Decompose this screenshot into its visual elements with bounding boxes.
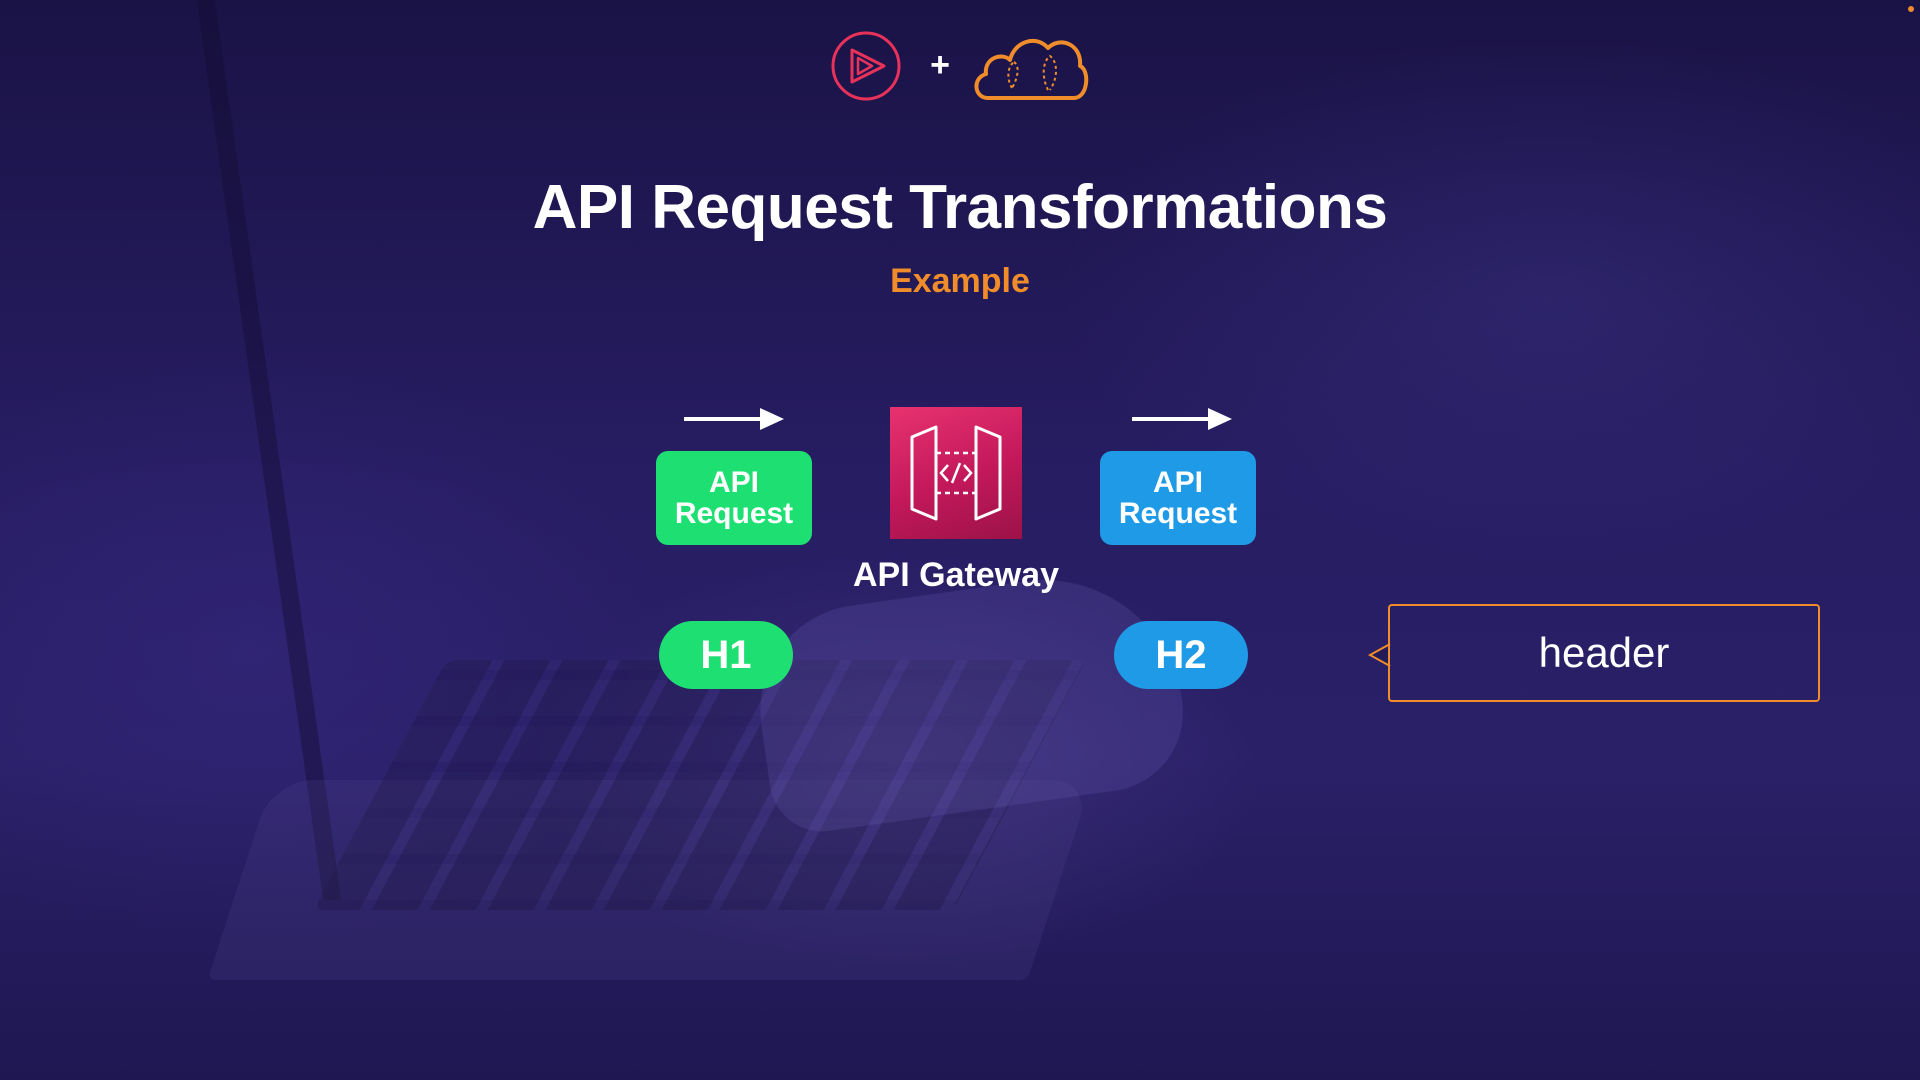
- slide-subtitle: Example: [890, 262, 1030, 300]
- right-arrow-icon: [1132, 408, 1232, 430]
- header-callout: header: [1388, 604, 1820, 702]
- incoming-api-request-box: API Request: [656, 451, 812, 545]
- outgoing-request-line1: API: [1152, 466, 1203, 499]
- header-h2-pill: H2: [1114, 621, 1248, 689]
- plus-symbol: +: [930, 46, 950, 84]
- header-h1-pill: H1: [659, 621, 793, 689]
- api-gateway-label: API Gateway: [853, 556, 1059, 594]
- outgoing-request-line2: Request: [1118, 497, 1238, 530]
- incoming-request-line2: Request: [674, 497, 794, 530]
- cloud-icon: [974, 38, 1089, 100]
- callout-pointer: [1367, 643, 1391, 667]
- logo-row: +: [830, 28, 1090, 108]
- slide-title: API Request Transformations: [532, 173, 1388, 242]
- play-circle-icon: [831, 31, 901, 101]
- api-gateway-icon: [890, 407, 1022, 539]
- right-arrow-icon: [684, 408, 784, 430]
- outgoing-api-request-box: API Request: [1100, 451, 1256, 545]
- incoming-request-line1: API: [708, 466, 759, 499]
- corner-indicator-dot: [1908, 6, 1914, 12]
